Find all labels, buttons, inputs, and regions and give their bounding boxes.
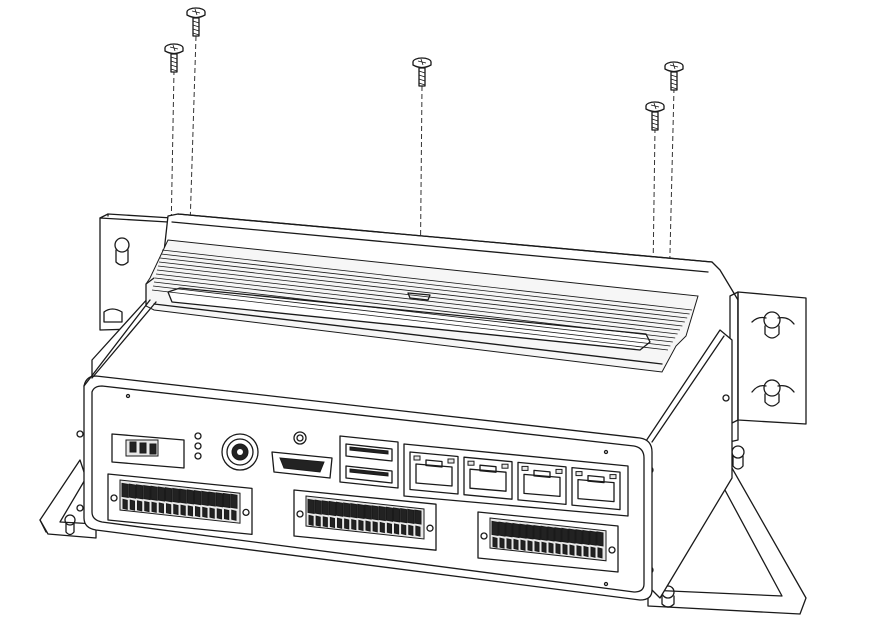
- terminal-pin: [547, 526, 555, 554]
- terminal-pin: [194, 490, 202, 518]
- terminal-pin: [512, 522, 520, 551]
- terminal-block: [107, 473, 253, 536]
- terminal-pin: [172, 487, 180, 516]
- terminal-pin: [201, 490, 209, 519]
- terminal-pin: [150, 485, 158, 513]
- terminal-blocks: [107, 473, 619, 573]
- heatsink: [145, 239, 699, 373]
- fin: [157, 265, 683, 327]
- terminal-pin: [208, 491, 216, 519]
- fin: [153, 281, 673, 343]
- fin: [158, 261, 685, 323]
- keyhole-slot: [751, 311, 795, 339]
- status-leds: [194, 432, 202, 460]
- fin: [160, 253, 690, 315]
- terminal-pin: [336, 501, 344, 529]
- rj45-port: [409, 451, 459, 495]
- terminal-pin: [540, 525, 548, 553]
- terminal-pin: [364, 504, 372, 532]
- ground-screw: [293, 431, 307, 445]
- rj45-port: [517, 461, 567, 506]
- right-mount-bracket: [729, 291, 807, 425]
- fin: [159, 257, 688, 319]
- terminal-pin: [561, 527, 569, 556]
- terminal-pin: [143, 484, 151, 513]
- rj45-ports: [409, 451, 621, 511]
- terminal-pin: [350, 503, 358, 531]
- terminal-pin: [554, 527, 562, 555]
- terminal-pin: [407, 508, 415, 537]
- screw: [164, 43, 184, 73]
- terminal-pin: [357, 503, 365, 532]
- terminal-block: [477, 511, 619, 573]
- terminal-pin: [575, 529, 583, 557]
- terminal-pin: [157, 486, 165, 514]
- terminal-block: [293, 489, 437, 551]
- terminal-pin: [393, 507, 401, 535]
- terminal-pin: [378, 505, 386, 534]
- fin: [154, 277, 676, 339]
- terminal-pin: [526, 524, 534, 552]
- keyhole-slot: [64, 514, 76, 536]
- terminal-pin: [414, 509, 422, 537]
- dc-power-jack: [221, 433, 259, 471]
- terminal-pin: [568, 528, 576, 556]
- keyhole-slot: [114, 237, 130, 266]
- terminal-pin: [498, 521, 506, 549]
- screw: [412, 57, 432, 87]
- terminal-pin: [596, 531, 604, 559]
- terminal-pin: [582, 529, 590, 558]
- terminal-pin: [179, 488, 187, 516]
- hdmi-port: [271, 451, 333, 479]
- fin: [152, 285, 671, 347]
- status-led: [194, 452, 202, 460]
- terminal-pin: [400, 508, 408, 536]
- status-led: [194, 432, 202, 440]
- terminal-pin: [589, 530, 597, 558]
- fin: [156, 269, 681, 331]
- terminal-pin: [321, 500, 329, 528]
- left-foot-bracket: [39, 459, 97, 539]
- usb-port: [345, 443, 393, 462]
- terminal-pin: [491, 520, 499, 549]
- fin: [151, 289, 669, 351]
- heatsink-fins: [145, 249, 693, 365]
- left-side-edge: [76, 299, 157, 512]
- usb-ports: [339, 435, 399, 489]
- power-connector: [111, 433, 185, 469]
- terminal-pin: [230, 493, 238, 521]
- rj45-port: [463, 456, 513, 500]
- fin: [155, 273, 678, 335]
- terminal-pin: [307, 498, 315, 527]
- terminal-pin: [215, 492, 223, 520]
- terminal-pin: [223, 492, 231, 521]
- terminal-pin: [519, 523, 527, 551]
- terminal-pin: [343, 502, 351, 530]
- usb-port: [345, 465, 393, 484]
- keyhole-slot: [731, 445, 745, 470]
- screw: [645, 101, 665, 131]
- screw: [186, 7, 206, 37]
- fin: [161, 249, 693, 311]
- terminal-pin: [371, 505, 379, 533]
- rj45-port: [571, 466, 621, 511]
- terminal-pin: [128, 483, 136, 511]
- terminal-pin: [533, 525, 541, 553]
- status-led: [194, 442, 202, 450]
- terminal-pin: [165, 487, 173, 515]
- terminal-pin: [314, 499, 322, 527]
- keyhole-slot: [751, 379, 795, 407]
- terminal-pin: [136, 484, 144, 512]
- terminal-pin: [328, 500, 336, 529]
- screw: [664, 61, 684, 91]
- terminal-pin: [385, 506, 393, 534]
- terminal-pin: [505, 522, 513, 550]
- terminal-pin: [121, 482, 129, 511]
- screws: [164, 7, 684, 131]
- terminal-pin: [186, 489, 194, 517]
